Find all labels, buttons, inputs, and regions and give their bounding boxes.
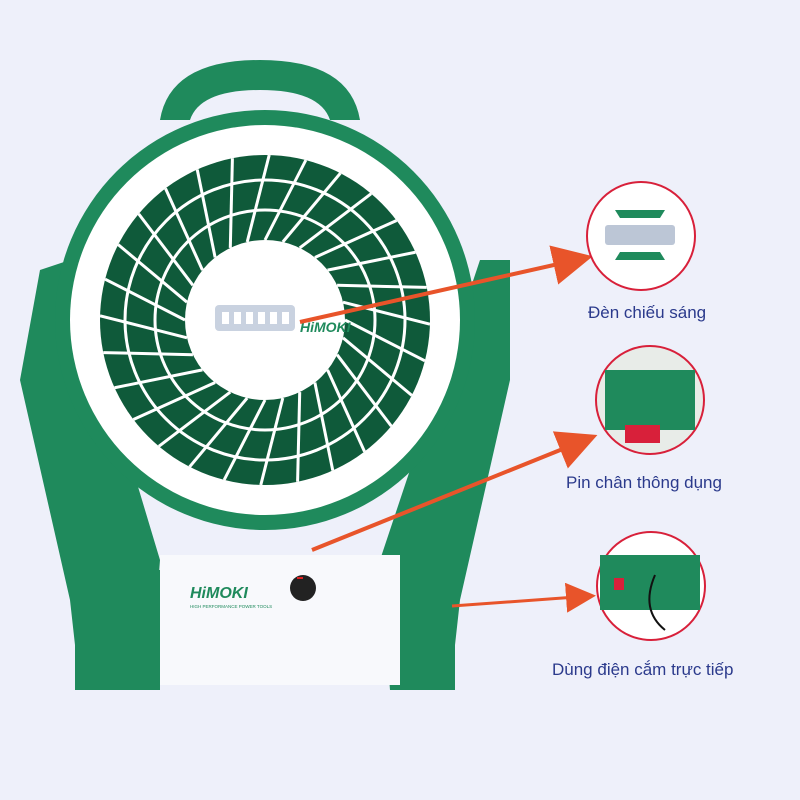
callout-label-battery: Pin chân thông dụng [566,473,722,492]
base-body [160,555,400,685]
speed-knob [290,575,316,601]
arrow-battery [311,431,598,552]
grille-spoke [281,172,342,243]
grille-spoke [296,392,302,482]
grille-spoke [259,397,285,486]
led-light-panel [215,305,295,331]
grille-spoke [337,283,427,289]
grille-spoke [114,368,203,390]
callout-battery-image [595,345,705,455]
base-logo: HiMOKI [190,585,248,602]
grille-spoke [137,212,195,287]
grille-spoke [157,390,232,448]
grille-spoke [164,187,204,271]
arrow-light [299,245,593,324]
base-tagline: HIGH PERFORMANCE POWER TOOLS [190,604,272,609]
grille-spoke [132,381,216,421]
grille-spoke [344,318,426,363]
grille-spoke [335,353,393,428]
grille-spoke [245,154,271,243]
grille-spoke [313,382,335,471]
led [246,312,253,324]
led [222,312,229,324]
grille-spoke [222,399,267,481]
grille-spoke [314,219,398,259]
led [234,312,241,324]
led [258,312,265,324]
grille-spoke [342,336,413,397]
grille-spoke [99,314,188,340]
grille-spokes [99,154,431,486]
grille-spoke [117,243,188,304]
arrow-power [451,582,596,613]
grille-spoke [195,169,217,258]
center-logo: HiMOKI [300,319,352,335]
led [270,312,277,324]
grille-spoke [103,351,193,357]
led [282,312,289,324]
grille-spoke [263,159,308,241]
grille-spoke [298,192,373,250]
callout-light-image [586,181,696,291]
callout-power-image [596,531,706,641]
grille-spoke [104,277,186,322]
grille-spoke [342,300,431,326]
grille-spoke [188,397,249,468]
grille-spoke [228,158,234,248]
grille-spoke [326,369,366,453]
callout-label-power: Dùng điện cắm trực tiếp [552,660,734,679]
grille-spoke [327,250,416,272]
fan-handle [160,60,360,120]
callout-label-light: Đèn chiếu sáng [588,303,707,322]
